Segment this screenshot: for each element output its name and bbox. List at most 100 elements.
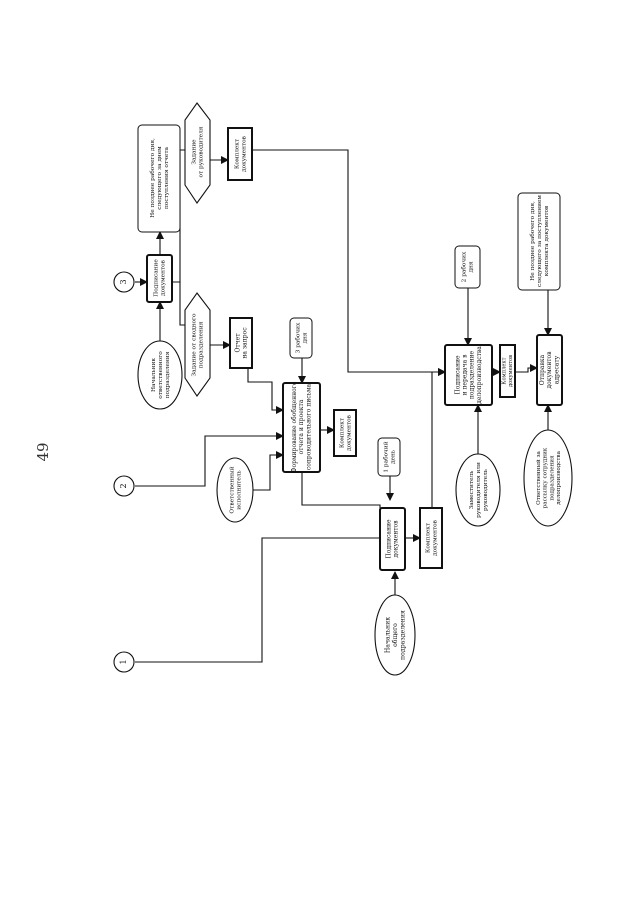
label-line: Начальник [385,617,392,653]
resp-mailing-ellipse [523,429,573,527]
resp-mailing-label: Ответственный зарассылку сотрудникподраз… [536,447,562,508]
label-line: подразделения [165,351,171,398]
sign-docs-1-box [379,507,406,571]
deputy-head-label: Заместительруководителя илируководитель [469,462,489,518]
send-addressee-box [536,334,563,406]
resp-executor-label: Ответственныйисполнитель [230,466,243,513]
three-days-note-box [289,317,313,359]
label-line: рассылку сотрудник [543,447,549,508]
label-line: Начальник [151,358,157,392]
label-line: следующего за поступлением [537,195,543,287]
label-line: отчета и проекта [298,399,305,454]
label-line: Комплект [340,418,346,448]
label-line: Подписание [454,355,461,394]
label-line: сопроводительного письма [305,383,312,470]
deadline-note-label: Не позднее рабочего дня,следующего за дн… [149,138,170,218]
label-line: делопроизводства [476,346,483,404]
sign-docs-1-label: Подписаниедокументов [386,519,400,558]
three-days-note-label: 3 рабочихдня [295,322,309,353]
edges [135,149,552,663]
complect-3-box [227,127,253,181]
label-line: Формирование обобщенного [291,381,298,472]
label-line: подразделения [199,321,205,368]
head-responsible-ellipse [137,340,183,410]
label-line: руководителя или [476,462,482,518]
label-line: Заместитель [469,471,475,510]
task-head-diamond [184,102,211,204]
label-line: Комплект [502,357,508,384]
label-line: документов [393,520,400,558]
signing-transfer-label: Подписаниеи передача вподразделениеделоп… [454,346,483,404]
complect-2-label: Комплектдокументов [340,414,353,451]
label-line: документов [242,135,248,172]
label-line: Подписание [154,259,160,297]
label-line: документов [546,351,553,389]
label-line: Не позднее рабочего дня, [529,201,536,281]
label-line: следующего за днем [157,146,163,210]
label-line: ответственного [158,351,164,399]
complect-1-label: Комплектдокументов [426,519,439,556]
label-line: документов [161,259,167,296]
two-days-note-label: 2 рабочихдня [461,251,475,282]
svg-text:3: 3 [119,279,128,284]
label-line: 3 рабочих [295,322,302,353]
svg-text:2: 2 [119,483,128,488]
complect-1-box [419,507,443,569]
label-line: Комплект [426,523,432,553]
label-line: руководитель [483,469,489,511]
label-line: Не позднее рабочего дня, [149,138,156,218]
task-summary-dept-diamond [184,292,211,397]
two-days-note-box [454,245,481,289]
label-line: Ответственный за [536,450,542,504]
complect-2-box [333,409,357,457]
label-line: 2 рабочих [461,251,468,282]
label-line: от руководителя [199,126,205,177]
label-line: дня [303,332,309,343]
send-addressee-label: Отправкадокументовадресату [539,351,560,389]
label-line: общего [392,623,399,647]
complect-3-label: Комплектдокументов [235,135,248,172]
label-line: дня [469,261,475,272]
label-line: Отправка [539,354,546,385]
label-line: Задание [192,139,198,165]
sign-docs-3-box [146,254,173,303]
head-responsible-label: Начальникответственногоподразделения [151,351,171,399]
label-line: документов [347,414,353,451]
label-line: Комплект [235,139,241,169]
label-line: подразделение [469,350,476,399]
svg-text:1: 1 [119,659,128,664]
task-summary-dept-label: Задание от сводногоподразделения [192,313,205,377]
label-line: Подписание [386,519,393,558]
connector-2: 2 [113,475,135,497]
form-summary-label: Формирование обобщенногоотчета и проекта… [291,381,312,472]
label-line: подразделения [400,610,407,660]
deadline-note-box [137,124,181,233]
label-line: Задание от сводного [192,313,198,377]
label-line: документов [508,355,514,387]
report-request-label: Отчетна запрос [235,327,249,359]
label-line: Ответственный [230,466,236,513]
sign-docs-3-label: Подписаниедокументов [154,259,167,297]
head-subdivision-label: Начальникобщегоподразделения [385,610,407,660]
label-line: день [391,450,397,464]
complect-4-box [499,344,516,398]
send-deadline-note-box [517,192,561,291]
label-line: документов [433,519,439,556]
label-line: поступления отчета [164,146,170,209]
resp-executor-ellipse [216,457,254,523]
report-request-box [229,317,253,369]
label-line: 1 рабочий [383,441,390,472]
label-line: и передача в [462,354,469,396]
task-head-label: Заданиеот руководителя [192,126,205,177]
node-labels: НачальникобщегоподразделенияПодписаниедо… [149,126,562,660]
complect-4-label: Комплектдокументов [502,355,514,387]
deputy-head-ellipse [455,453,501,527]
signing-transfer-box [444,344,493,406]
label-line: Отчет [235,333,242,353]
label-line: делопроизводства [556,450,562,504]
label-line: на запрос [242,327,249,359]
head-subdivision-ellipse [374,594,416,676]
label-line: исполнитель [237,470,243,509]
connector-3: 3 [113,271,135,293]
